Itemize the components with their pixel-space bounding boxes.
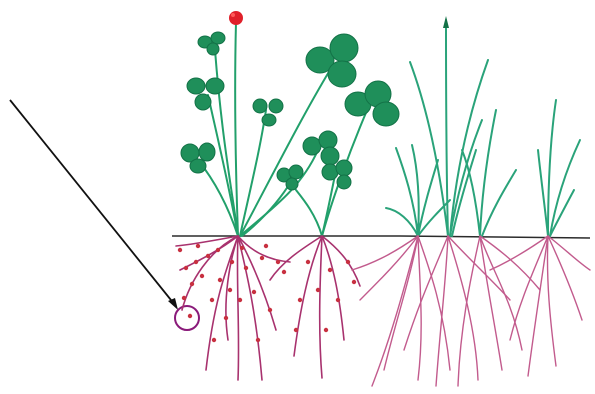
flower-highlight	[231, 13, 235, 17]
clover-flower	[229, 11, 243, 25]
pointer-arrow	[10, 100, 178, 310]
grass-blades	[386, 20, 580, 236]
nodule-highlight-circle	[175, 306, 199, 330]
grass-seed-head	[443, 16, 449, 28]
clover-roots	[176, 236, 360, 380]
grass-roots	[352, 236, 590, 386]
clover-leaves	[181, 32, 399, 190]
